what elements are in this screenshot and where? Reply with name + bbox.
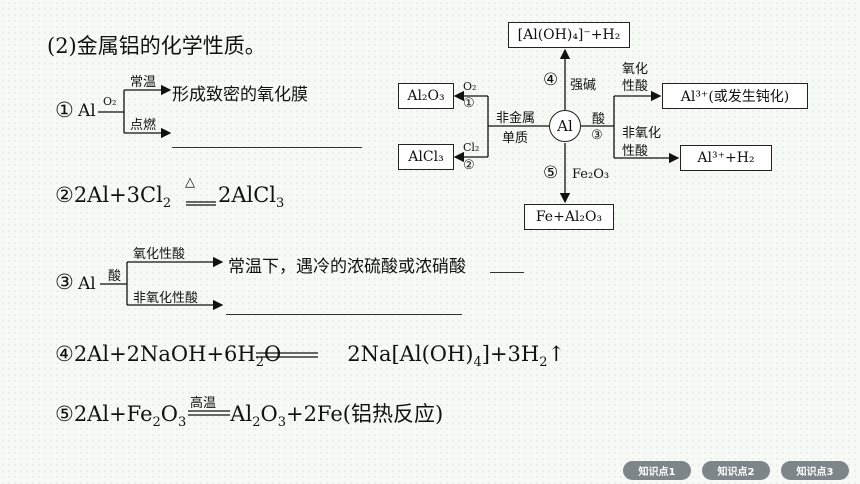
diagram-left-bottom-reagent: Cl₂ — [463, 141, 480, 154]
item1-reagent: O₂ — [103, 95, 117, 108]
diagram-top-number: ④ — [543, 70, 559, 90]
nav-button-2[interactable]: 知识点2 — [702, 461, 770, 480]
diagram-right-bottom-box: Al³⁺+H₂ — [680, 145, 772, 171]
diagram-bottom-label: Fe₂O₃ — [572, 167, 610, 182]
section-heading: (2)金属铝的化学性质。 — [47, 34, 266, 58]
nav-button-1[interactable]: 知识点1 — [623, 461, 691, 480]
diagram-left-bottom-box: AlCl₃ — [398, 144, 454, 170]
item3-top-condition: 氧化性酸 — [133, 247, 186, 262]
diagram-right-top-label-2: 性酸 — [622, 79, 649, 94]
diagram-top-box: [Al(OH)₄]⁻+H₂ — [508, 22, 630, 48]
diagram-right-bottom-label-1: 非氧化 — [622, 126, 662, 141]
item1-top-result: 形成致密的氧化膜 — [172, 85, 308, 105]
diagram-center-al: Al — [549, 110, 581, 142]
diagram-bottom-number: ⑤ — [543, 163, 559, 183]
item3-reagent: 酸 — [108, 269, 122, 284]
diagram-right-bottom-label-2: 性酸 — [622, 144, 649, 159]
item2-product: 2AlCl3 — [218, 183, 285, 212]
item1-answer-blank — [172, 147, 362, 148]
item5-condition: 高温 — [190, 396, 217, 411]
diagram-left-top-number: ① — [463, 96, 475, 111]
item3-answer-blank — [226, 314, 462, 315]
diagram-right-number: ③ — [591, 128, 603, 143]
diagram-left-label-2: 单质 — [502, 131, 529, 146]
item3-reactant: Al — [78, 274, 96, 294]
diagram-left-top-reagent: O₂ — [463, 80, 477, 93]
diagram-left-top-box: Al₂O₃ — [398, 83, 454, 109]
item1-top-condition: 常温 — [130, 75, 157, 90]
item1-bottom-condition: 点燃 — [130, 118, 157, 133]
diagram-bottom-box: Fe+Al₂O₃ — [524, 204, 614, 230]
diagram-top-label: 强碱 — [570, 78, 597, 93]
item1-reactant: Al — [78, 101, 96, 121]
diagram-left-bottom-number: ② — [463, 158, 475, 173]
item1-number: ① — [55, 98, 74, 122]
item3-number: ③ — [55, 270, 74, 294]
item2-equation: ②2Al+3Cl2 — [55, 183, 172, 212]
diagram-right-top-label-1: 氧化 — [622, 62, 649, 77]
diagram-right-label: 酸 — [592, 112, 606, 127]
nav-button-3[interactable]: 知识点3 — [781, 461, 849, 480]
diagram-right-top-box: Al³⁺(或发生钝化) — [662, 83, 808, 109]
diagram-left-label-1: 非金属 — [496, 111, 536, 126]
item2-condition: △ — [185, 175, 195, 190]
item3-top-blank — [490, 272, 524, 273]
item3-bottom-condition: 非氧化性酸 — [133, 291, 199, 306]
item3-top-result: 常温下，遇冷的浓硫酸或浓硝酸 — [228, 257, 466, 277]
